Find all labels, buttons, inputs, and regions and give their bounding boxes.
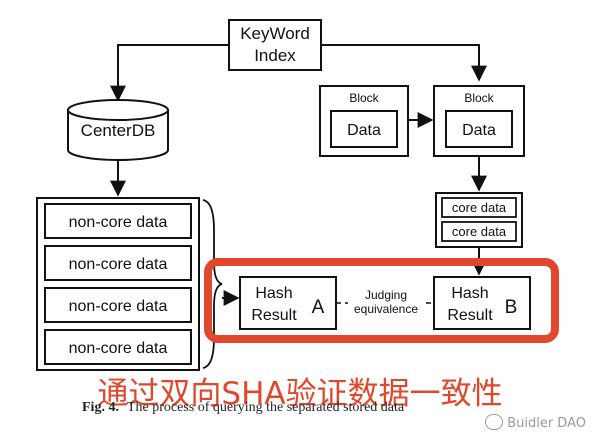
non-core-group: non-core data non-core data non-core dat…: [36, 197, 200, 371]
non-core-row-label: non-core data: [69, 298, 168, 315]
core-row: [441, 221, 517, 242]
caption-text: The process of querying the separated st…: [126, 400, 405, 415]
hash-result-b: Hash Result B: [433, 276, 531, 330]
non-core-row-label: non-core data: [69, 214, 168, 231]
block-left-data: Data: [347, 122, 381, 139]
hash-b-line2: Result: [447, 307, 493, 324]
keyword-index-line1: KeyWord: [240, 24, 310, 43]
hash-a-tag: A: [312, 297, 325, 318]
keyword-index-line2: Index: [254, 46, 296, 65]
watermark-text: Buidler DAO: [507, 416, 586, 431]
block-right: Block Data: [433, 85, 525, 157]
non-core-row: [44, 287, 192, 323]
centerdb-label: CenterDB: [81, 121, 156, 140]
block-left-title: Block: [349, 91, 379, 105]
keyword-index-box: KeyWord Index: [228, 19, 322, 71]
judging-line1: Judging: [365, 288, 407, 302]
non-core-row: [44, 329, 192, 365]
wechat-logo-icon: [485, 414, 504, 430]
core-row-label: core data: [452, 200, 507, 215]
judging-line2: equivalence: [354, 302, 418, 316]
non-core-row-label: non-core data: [69, 256, 168, 273]
core-row: [441, 197, 517, 218]
watermark: Buidler DAO: [485, 414, 586, 431]
judging-label-bg: [348, 289, 424, 317]
non-core-row: [44, 245, 192, 281]
core-group: core data core data: [435, 192, 523, 248]
hash-result-a: Hash Result A: [239, 276, 337, 330]
centerdb-cylinder: CenterDB: [67, 99, 169, 161]
arrow-keyword-to-block: [321, 44, 487, 82]
non-core-brace: [202, 199, 223, 369]
non-core-row: [44, 203, 192, 239]
hash-a-line1: Hash: [255, 285, 292, 302]
block-right-data: Data: [462, 122, 496, 139]
caption-label: Fig. 4.: [82, 400, 119, 415]
figure-caption: Fig. 4. The process of querying the separ…: [82, 400, 404, 416]
overlay-chinese-text: 通过双向SHA验证数据一致性: [97, 376, 503, 412]
hash-b-line1: Hash: [451, 285, 488, 302]
hash-b-tag: B: [505, 297, 518, 318]
highlight-frame: [204, 258, 559, 343]
block-left: Block Data: [319, 85, 409, 157]
arrow-keyword-to-centerdb: [110, 44, 229, 102]
non-core-row-label: non-core data: [69, 340, 168, 357]
hash-a-line2: Result: [251, 307, 297, 324]
block-right-title: Block: [464, 91, 494, 105]
core-row-label: core data: [452, 224, 507, 239]
